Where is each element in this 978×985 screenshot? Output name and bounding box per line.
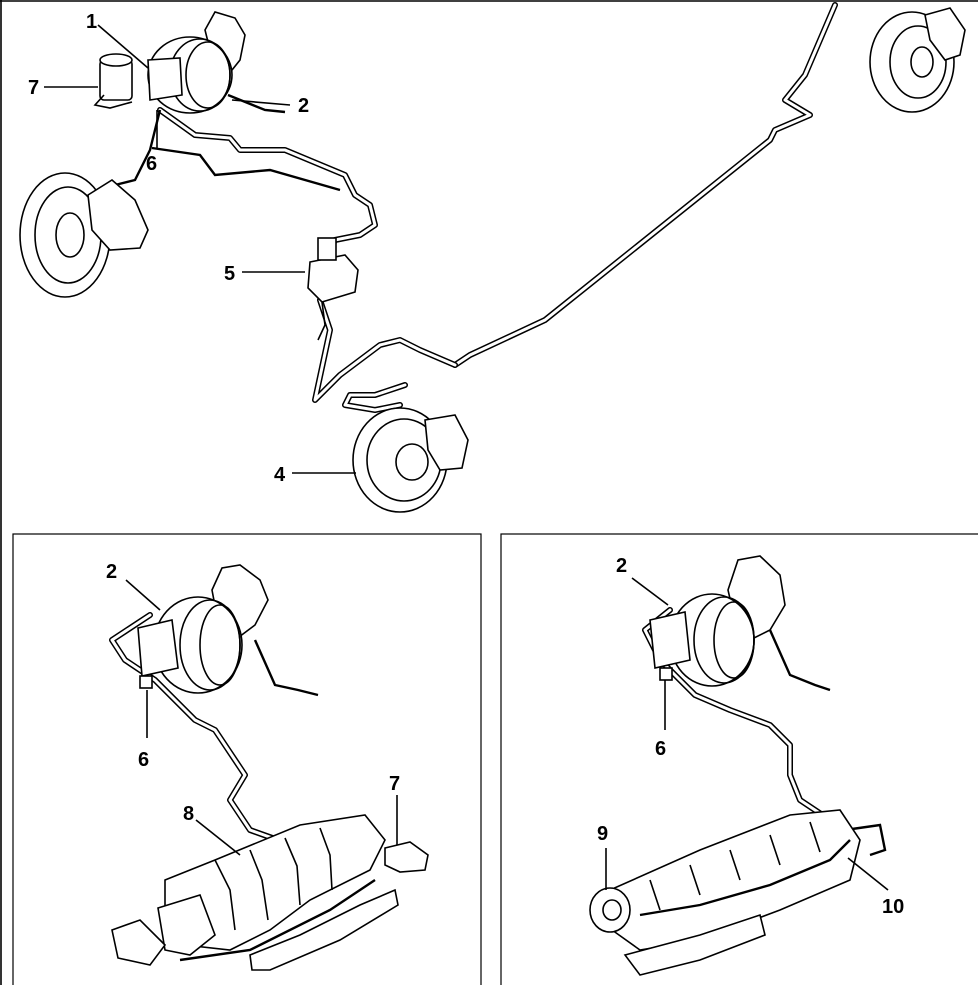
callout-10: 10 xyxy=(882,896,904,918)
inset-left: 2 6 8 7 xyxy=(12,533,482,985)
callout-6-right: 6 xyxy=(655,738,666,760)
abs-unit xyxy=(307,237,359,341)
brake-lines xyxy=(114,2,838,413)
rear-right-brake-disc xyxy=(869,7,966,113)
callout-6-left: 6 xyxy=(138,749,149,771)
callout-8: 8 xyxy=(183,803,194,825)
callout-1: 1 xyxy=(86,11,97,33)
inset-right-frame xyxy=(500,533,978,985)
front-left-brake-disc xyxy=(19,172,149,298)
callout-4: 4 xyxy=(274,464,286,486)
brake-booster-left xyxy=(137,564,319,697)
intake-manifold xyxy=(111,814,399,971)
inset-right: 2 6 9 10 xyxy=(500,533,978,985)
brake-booster-right xyxy=(649,555,831,692)
vacuum-pump-right xyxy=(589,887,631,933)
inset-left-frame xyxy=(12,533,482,985)
callout-6-main: 6 xyxy=(146,153,157,175)
callout-7-main: 7 xyxy=(28,77,39,99)
main-view: 1 2 7 6 5 4 xyxy=(19,2,966,513)
brake-booster-main xyxy=(147,11,286,114)
callout-7-left: 7 xyxy=(389,773,400,795)
vacuum-pump-left xyxy=(384,841,429,873)
callout-2-left: 2 xyxy=(106,561,117,583)
callout-5: 5 xyxy=(224,263,235,285)
callout-2-main: 2 xyxy=(298,95,309,117)
rear-left-brake-disc xyxy=(352,407,469,513)
cylinder-head xyxy=(609,809,861,976)
callout-2-right: 2 xyxy=(616,555,627,577)
vacuum-pump-main xyxy=(93,53,133,109)
callout-9: 9 xyxy=(597,823,608,845)
